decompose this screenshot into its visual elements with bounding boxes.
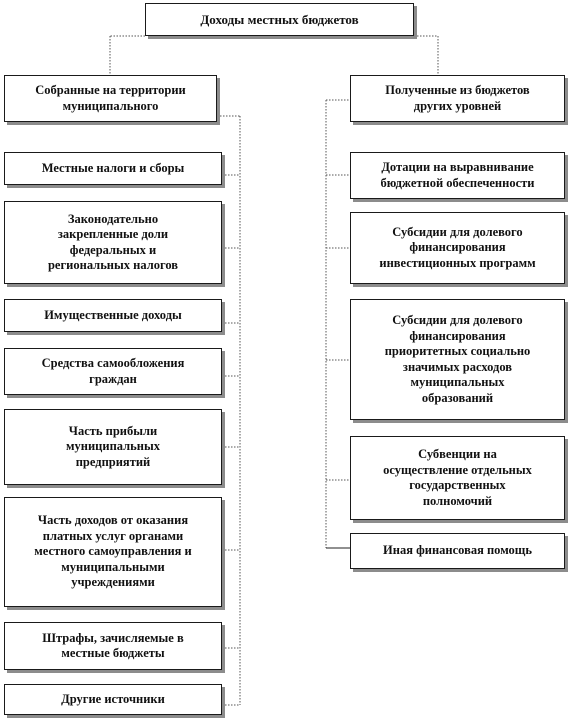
left-item-1: Местные налоги и сборы: [4, 152, 222, 185]
right-item-1: Дотации на выравнивание бюджетной обеспе…: [350, 152, 565, 199]
right-item-5: Иная финансовая помощь: [350, 533, 565, 569]
left-item-4: Средства самообложения граждан: [4, 348, 222, 395]
right-item-3: Субсидии для долевого финансирования при…: [350, 299, 565, 420]
left-item-2: Законодательно закрепленные доли федерал…: [4, 201, 222, 284]
left-item-3: Имущественные доходы: [4, 299, 222, 332]
right-item-4: Субвенции на осуществление отдельных гос…: [350, 436, 565, 520]
right-item-2: Субсидии для долевого финансирования инв…: [350, 212, 565, 284]
right-header-box: Полученные из бюджетов других уровней: [350, 75, 565, 122]
diagram-title: Доходы местных бюджетов: [145, 3, 414, 36]
left-item-6: Часть доходов от оказания платных услуг …: [4, 497, 222, 607]
left-item-5: Часть прибыли муниципальных предприятий: [4, 409, 222, 485]
left-header-box: Собранные на территории муниципального: [4, 75, 217, 122]
left-item-7: Штрафы, зачисляемые в местные бюджеты: [4, 622, 222, 670]
left-item-8: Другие источники: [4, 684, 222, 715]
